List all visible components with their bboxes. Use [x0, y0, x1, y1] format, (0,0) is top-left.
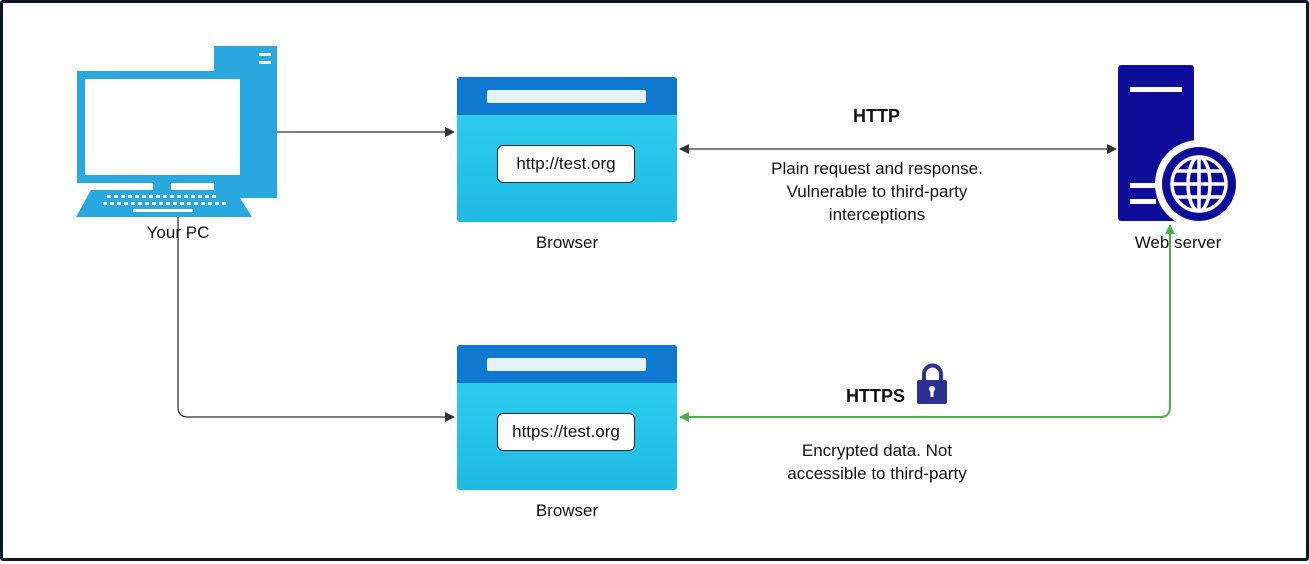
http-note-line: interceptions: [828, 205, 926, 224]
https-note-line: accessible to third-party: [787, 464, 967, 483]
address-bar-placeholder: [487, 90, 646, 103]
web-server-label: Web server: [1134, 233, 1222, 252]
browser-https-label: Browser: [535, 501, 599, 520]
browser-http-label: Browser: [535, 233, 599, 252]
https-note: Encrypted data. Not accessible to third-…: [787, 439, 967, 485]
browser-titlebar: [457, 77, 677, 115]
browser-https-window: https://test.org: [457, 345, 677, 490]
https-title: HTTPS: [846, 386, 906, 406]
http-note: Plain request and response. Vulnerable t…: [771, 157, 983, 226]
url-box-http: http://test.org: [497, 145, 635, 183]
globe-icon: [1155, 140, 1243, 228]
desktop-pc-icon: [76, 46, 277, 217]
browser-titlebar: [457, 345, 677, 383]
pc-label: Your PC: [146, 223, 210, 242]
pc-to-browser-https-line: [177, 216, 455, 422]
https-secure-line: [679, 224, 1175, 422]
web-server-icon: [1118, 65, 1243, 228]
url-box-https: https://test.org: [497, 413, 635, 451]
http-title: HTTP: [853, 106, 900, 126]
address-bar-placeholder: [487, 358, 646, 371]
connectors: [177, 127, 1175, 422]
http-note-line: Plain request and response.: [771, 159, 983, 178]
http-note-line: Vulnerable to third-party: [786, 182, 968, 201]
https-note-line: Encrypted data. Not: [801, 441, 953, 460]
padlock-icon: [917, 363, 947, 404]
browser-http-window: http://test.org: [457, 77, 677, 222]
